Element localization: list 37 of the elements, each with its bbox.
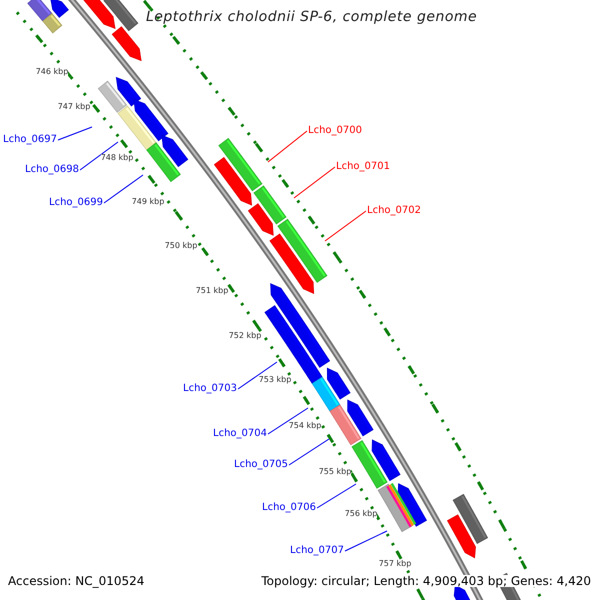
- gene-label: Lcho_0701: [336, 162, 390, 172]
- scale-label: 748 kbp: [100, 154, 134, 162]
- gene-label: Lcho_0697: [3, 135, 57, 145]
- gene-label: Lcho_0704: [213, 429, 267, 439]
- leader-line: [58, 126, 92, 140]
- gene-label: Lcho_0699: [49, 198, 103, 208]
- genome-info-label: Topology: circular; Length: 4,909,403 bp; Genes: 4,420: [261, 575, 591, 587]
- leader-line: [268, 130, 308, 162]
- scale-label: 753 kbp: [258, 376, 292, 384]
- scale-label: 754 kbp: [288, 422, 322, 430]
- leader-line: [324, 210, 366, 242]
- gene-label: Lcho_0702: [367, 206, 421, 216]
- gene-label: Lcho_0705: [234, 460, 288, 470]
- leader-line: [288, 438, 330, 466]
- scale-label: 747 kbp: [58, 103, 90, 111]
- leader-line: [104, 174, 144, 204]
- scale-label: 757 kbp: [378, 560, 412, 568]
- leader-line: [268, 408, 308, 434]
- gene-label: Lcho_0706: [262, 503, 316, 513]
- leader-line: [294, 166, 336, 198]
- leader-line: [80, 142, 118, 170]
- scale-label: 755 kbp: [318, 468, 352, 476]
- scale-label: 749 kbp: [132, 198, 164, 206]
- leader-line: [238, 362, 278, 390]
- gene-label: Lcho_0703: [183, 384, 237, 394]
- gene-label: Lcho_0707: [290, 546, 344, 556]
- leader-line: [316, 484, 356, 508]
- gene-label: Lcho_0698: [25, 165, 79, 175]
- gene-label: Lcho_0700: [308, 126, 362, 136]
- leader-line: [344, 530, 388, 552]
- scale-label: 746 kbp: [36, 68, 68, 76]
- title: Leptothrix cholodnii SP-6, complete genome: [146, 10, 478, 24]
- scale-label: 756 kbp: [344, 510, 378, 518]
- accession-label: Accession: NC_010524: [8, 575, 144, 587]
- scale-label: 750 kbp: [164, 242, 198, 250]
- scale-label: 751 kbp: [196, 287, 228, 295]
- scale-label: 752 kbp: [228, 332, 262, 340]
